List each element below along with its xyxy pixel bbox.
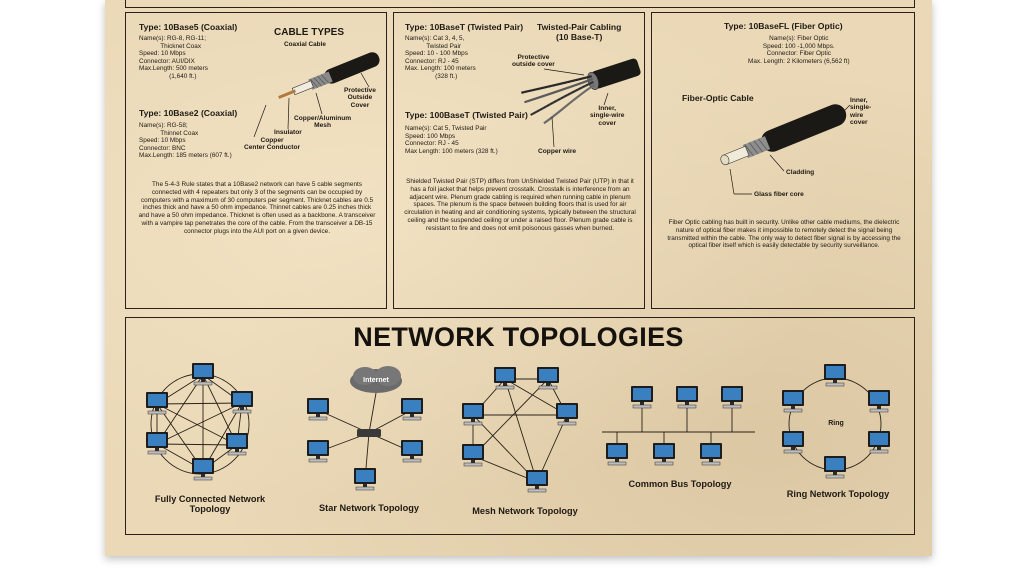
cable-types-heading: CABLE TYPES bbox=[274, 27, 345, 38]
fiber-inner-cover-label: Inner, single- wire cover bbox=[850, 97, 872, 127]
tp-copper-wire-label: Copper wire bbox=[538, 148, 577, 155]
mesh-topology-label: Mesh Network Topology bbox=[472, 506, 578, 516]
bus-topology-label: Common Bus Topology bbox=[628, 479, 732, 489]
computer-icon bbox=[401, 440, 423, 463]
computer-icon bbox=[462, 444, 484, 467]
switch-icon bbox=[357, 429, 381, 437]
link-line bbox=[156, 403, 238, 446]
ring-topology-label: Ring Network Topology bbox=[786, 489, 890, 499]
computer-icon bbox=[721, 386, 743, 409]
spec-100baset-details: Name(s): Cat 5, Twisted Pair Speed: 100 … bbox=[405, 125, 498, 155]
coaxial-cable-subheading: Coaxial Cable bbox=[284, 41, 326, 48]
top-panel-edge bbox=[125, 0, 915, 8]
fiber-cladding-label: Cladding bbox=[786, 169, 815, 176]
cloud-part bbox=[375, 366, 401, 386]
computer-icon bbox=[782, 431, 804, 454]
computer-icon bbox=[192, 458, 214, 481]
computer-icon bbox=[401, 398, 423, 421]
link-line bbox=[156, 443, 238, 446]
computer-icon bbox=[307, 440, 329, 463]
computer-icon bbox=[676, 386, 698, 409]
fiber-paragraph: Fiber Optic cabling has built in securit… bbox=[667, 219, 901, 250]
computer-icon bbox=[462, 403, 484, 426]
link-line bbox=[504, 378, 538, 483]
computer-icon bbox=[868, 431, 890, 454]
fiber-glass-core-label: Glass fiber core bbox=[754, 191, 804, 198]
link-line bbox=[156, 402, 243, 445]
twisted-pair-heading: Twisted-Pair Cabling (10 Base-T) bbox=[537, 22, 622, 42]
coax-paragraph: The 5-4-3 Rule states that a 10Base2 net… bbox=[138, 181, 376, 235]
coax-mesh-label: Copper/Aluminum Mesh bbox=[294, 115, 352, 130]
ring-center-label: Ring bbox=[828, 420, 844, 427]
computer-icon bbox=[537, 367, 559, 390]
computer-icon bbox=[631, 386, 653, 409]
computer-icon bbox=[354, 468, 376, 491]
computer-icon bbox=[824, 364, 846, 387]
link-line bbox=[156, 402, 243, 405]
twisted-pair-panel: Type: 10BaseT (Twisted Pair) Twisted-Pai… bbox=[393, 12, 645, 309]
computer-icon bbox=[146, 392, 168, 415]
spec-10base5-details: Name(s): RG-8, RG-11; Thicknet Coax Spee… bbox=[139, 35, 208, 80]
topologies-diagram bbox=[146, 363, 890, 493]
computer-icon bbox=[494, 367, 516, 390]
computer-icon bbox=[606, 443, 628, 466]
fiber-label-leaders bbox=[729, 104, 851, 195]
computer-icon bbox=[307, 398, 329, 421]
star-topology-label: Star Network Topology bbox=[319, 503, 419, 513]
spec-10base5-type: Type: 10Base5 (Coaxial) bbox=[139, 22, 238, 32]
computer-icon bbox=[146, 432, 168, 455]
computer-icon bbox=[782, 390, 804, 413]
topologies-panel bbox=[125, 317, 915, 535]
spec-10baset-type: Type: 10BaseT (Twisted Pair) bbox=[405, 22, 524, 32]
coaxial-panel: Type: 10Base5 (Coaxial) Name(s): RG-8, R… bbox=[125, 12, 387, 309]
tp-protective-cover-label: Protective outside cover bbox=[512, 54, 555, 69]
internet-cloud-label: Internet bbox=[363, 377, 389, 384]
link-line bbox=[368, 392, 377, 434]
spec-100baset-type: Type: 100BaseT (Twisted Pair) bbox=[405, 110, 528, 120]
poster: Type: 10Base5 (Coaxial) Name(s): RG-8, R… bbox=[105, 0, 932, 556]
computer-icon bbox=[824, 456, 846, 479]
coax-insulator-label: Insulator bbox=[274, 129, 302, 136]
fully-connected-label: Fully Connected Network Topology bbox=[154, 494, 266, 514]
spec-10base2-type: Type: 10Base2 (Coaxial) bbox=[139, 108, 238, 118]
spec-10base2-details: Name(s): RG-58; Thinnet Coax Speed: 10 M… bbox=[139, 122, 232, 160]
twisted-pair-paragraph: Shielded Twisted Pair (STP) differs from… bbox=[404, 178, 636, 232]
computer-icon bbox=[700, 443, 722, 466]
computer-icon bbox=[526, 470, 548, 493]
fiber-optic-subheading: Fiber-Optic Cable bbox=[682, 93, 754, 103]
tp-inner-cover-label: Inner, single-wire cover bbox=[590, 105, 625, 127]
cloud-part bbox=[353, 367, 377, 385]
computer-icon bbox=[868, 390, 890, 413]
spec-10basefl-details: Name(s): Fiber Optic Speed: 100 -1,000 M… bbox=[748, 35, 850, 65]
link-line bbox=[472, 378, 549, 457]
coax-protective-cover-label: Protective Outside Cover bbox=[344, 87, 376, 109]
tp-label-leaders bbox=[543, 68, 609, 148]
coax-conductor-label: Copper Center Conductor bbox=[244, 137, 301, 152]
coaxial-cable-illustration bbox=[278, 52, 380, 99]
computer-icon bbox=[192, 363, 214, 386]
spec-10baset-details: Name(s): Cat 3, 4, 5, Twisted Pair Speed… bbox=[405, 35, 476, 80]
fiber-optic-panel: Type: 10BaseFL (Fiber Optic) Name(s): Fi… bbox=[651, 12, 915, 309]
coax-label-leaders bbox=[253, 72, 370, 138]
fiber-optic-illustration bbox=[720, 104, 847, 166]
twisted-pair-illustration bbox=[521, 58, 641, 125]
computer-icon bbox=[231, 391, 253, 414]
network-topologies-title: NETWORK TOPOLOGIES bbox=[353, 322, 684, 352]
computer-icon bbox=[226, 433, 248, 456]
computer-icon bbox=[556, 403, 578, 426]
computer-icon bbox=[653, 443, 675, 466]
spec-10basefl-type: Type: 10BaseFL (Fiber Optic) bbox=[724, 21, 843, 31]
